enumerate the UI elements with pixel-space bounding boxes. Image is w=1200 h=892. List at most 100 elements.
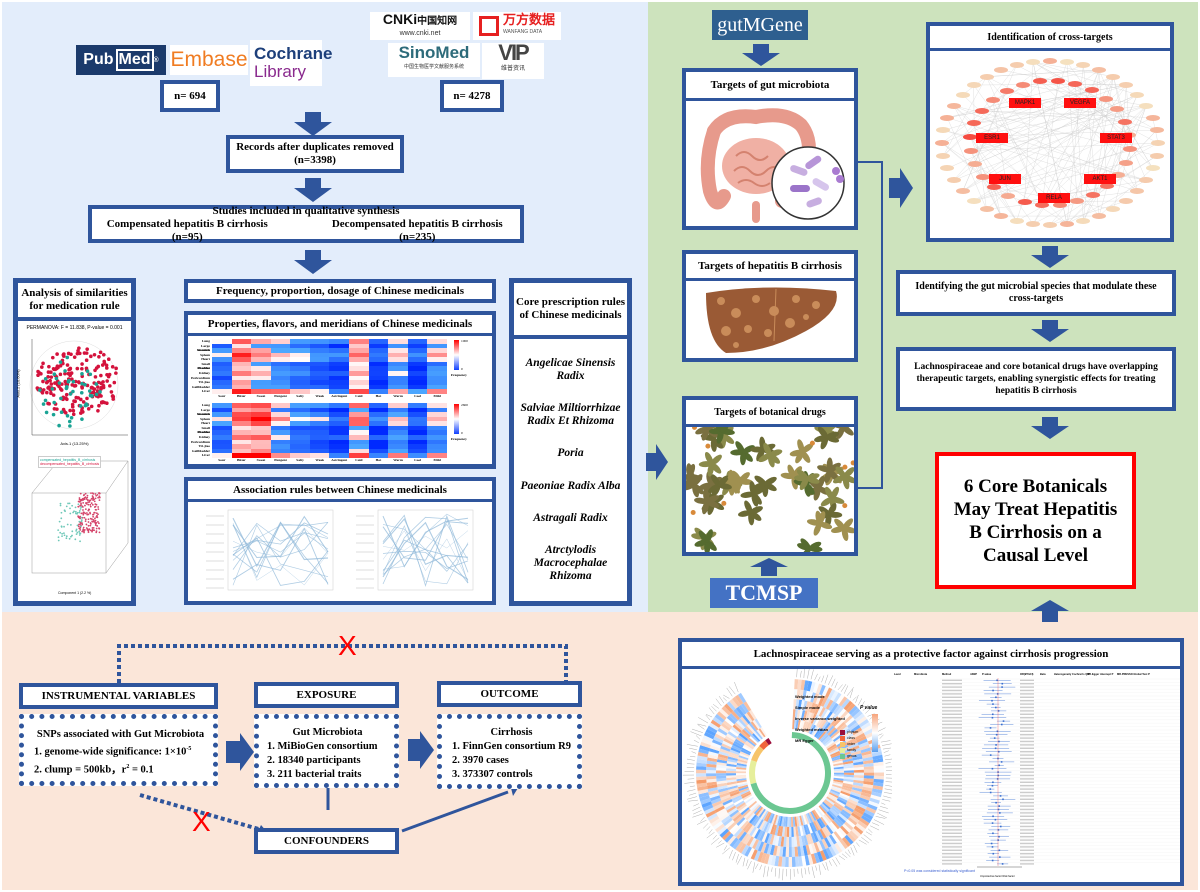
- scatter-point: [63, 410, 68, 415]
- heatmap-cell: [834, 842, 843, 853]
- or-point: [1001, 686, 1003, 688]
- taxon-label: [835, 857, 841, 865]
- heatmap-cell: [820, 816, 828, 827]
- heatmap-cell: [231, 366, 252, 372]
- heatmap-cell: [842, 823, 852, 833]
- heatmap-cell: [388, 425, 408, 431]
- table-cell: [1020, 730, 1034, 732]
- scatter-point: [77, 346, 81, 350]
- heatmap-cell: [716, 764, 727, 769]
- heatmap-cell: [721, 706, 732, 716]
- heatmap-cell: [270, 403, 291, 408]
- heatmap-cell: [726, 770, 736, 774]
- scatter-point: [57, 539, 60, 542]
- table-cell: [1020, 802, 1034, 804]
- heatmap-cell: [270, 439, 291, 445]
- heatmap-cell: [427, 366, 447, 372]
- heatmap-cell: [724, 803, 735, 811]
- heatmap-row: [212, 407, 447, 413]
- heatmap-row: [212, 444, 447, 449]
- network-node: [1086, 192, 1101, 199]
- scatter-point: [105, 372, 109, 377]
- heatmap-cell: [869, 797, 880, 804]
- rule-line: [382, 521, 469, 580]
- similarity-title: Analysis of similarities for medication …: [18, 283, 131, 317]
- heatmap-cell: [723, 738, 734, 745]
- taxon-label: [706, 826, 711, 831]
- scatter-point: [78, 520, 81, 523]
- heatmap-cell: [349, 384, 369, 390]
- heatmap-cell: [309, 430, 330, 436]
- taxon-label: [880, 740, 891, 743]
- network-node: [1070, 198, 1085, 205]
- heatmap-cell: [740, 807, 750, 816]
- heatmap-cell: [349, 375, 369, 381]
- heatmap-cell: [349, 357, 369, 362]
- heatmap-cell: [850, 724, 861, 733]
- heatmap-cell: [746, 836, 754, 847]
- heatmap-cell: [696, 782, 707, 788]
- heatmap-cell: [780, 836, 785, 847]
- flower: [690, 509, 696, 515]
- heatmap-cell: [701, 738, 712, 746]
- scatter-point: [84, 518, 87, 521]
- scatter-point: [71, 504, 74, 507]
- heatmap-cell: [726, 701, 736, 711]
- taxon-label: [716, 842, 725, 848]
- table-cell: [1020, 717, 1034, 719]
- rule-line: [232, 522, 329, 586]
- heatmap-cell: [821, 803, 830, 812]
- heatmap-cell: [388, 371, 408, 376]
- heatmap-cell: [795, 719, 799, 730]
- scatter-point: [84, 508, 87, 511]
- heatmap-cell: [843, 732, 854, 741]
- network-edge: [1016, 61, 1068, 222]
- heatmap-cell: [825, 699, 834, 710]
- or-point: [992, 781, 994, 784]
- leaf: [806, 473, 820, 481]
- heatmap-cell: [731, 826, 741, 836]
- heatmap-cell: [860, 747, 871, 754]
- heatmap-cell: [329, 412, 350, 417]
- scatter-point: [40, 365, 44, 369]
- heatmap-cell: [797, 826, 802, 837]
- scatter-point: [92, 352, 97, 357]
- taxon-label: [742, 857, 746, 867]
- heatmap-cell: [427, 448, 447, 454]
- scatter-point: [79, 390, 84, 395]
- scatter-point: [45, 390, 49, 395]
- heatmap-cell: [804, 690, 810, 702]
- heatmap-cell: [708, 722, 720, 731]
- heatmap-cell: [824, 837, 832, 848]
- heatmap-cell: [745, 811, 754, 821]
- heatmap-col-label: Cool: [414, 394, 422, 398]
- heatmap-cell: [726, 779, 737, 783]
- table-cell: [1020, 808, 1034, 811]
- heatmap-cell: [757, 841, 765, 852]
- arrow-down-icon: [294, 112, 332, 136]
- heatmap-cell: [251, 435, 271, 440]
- heatmap-cell: [863, 775, 874, 779]
- heatmap-cell: [745, 740, 755, 748]
- heatmap-cell: [841, 786, 852, 792]
- flower: [721, 500, 727, 506]
- heatmap-cell: [738, 805, 749, 814]
- table-cell: [942, 679, 962, 681]
- heatmap-cell: [744, 846, 752, 857]
- heatmap-cell: [231, 430, 252, 436]
- embase-logo: Embase: [170, 45, 248, 75]
- or-point: [1002, 798, 1004, 801]
- rule-line: [232, 517, 329, 568]
- heatmap-cell: [855, 805, 866, 813]
- scatter-point: [47, 364, 51, 369]
- scatter-point: [82, 498, 85, 500]
- taxon-label: [840, 684, 847, 692]
- heatmap-cell: [427, 412, 447, 417]
- scatter-point: [91, 495, 94, 497]
- heatmap-cell: [793, 836, 798, 847]
- scatter-point: [68, 392, 73, 396]
- scatter-point: [92, 492, 95, 495]
- or-point: [1000, 723, 1003, 726]
- heatmap-cell: [769, 834, 775, 845]
- heatmap-cell: [270, 366, 291, 372]
